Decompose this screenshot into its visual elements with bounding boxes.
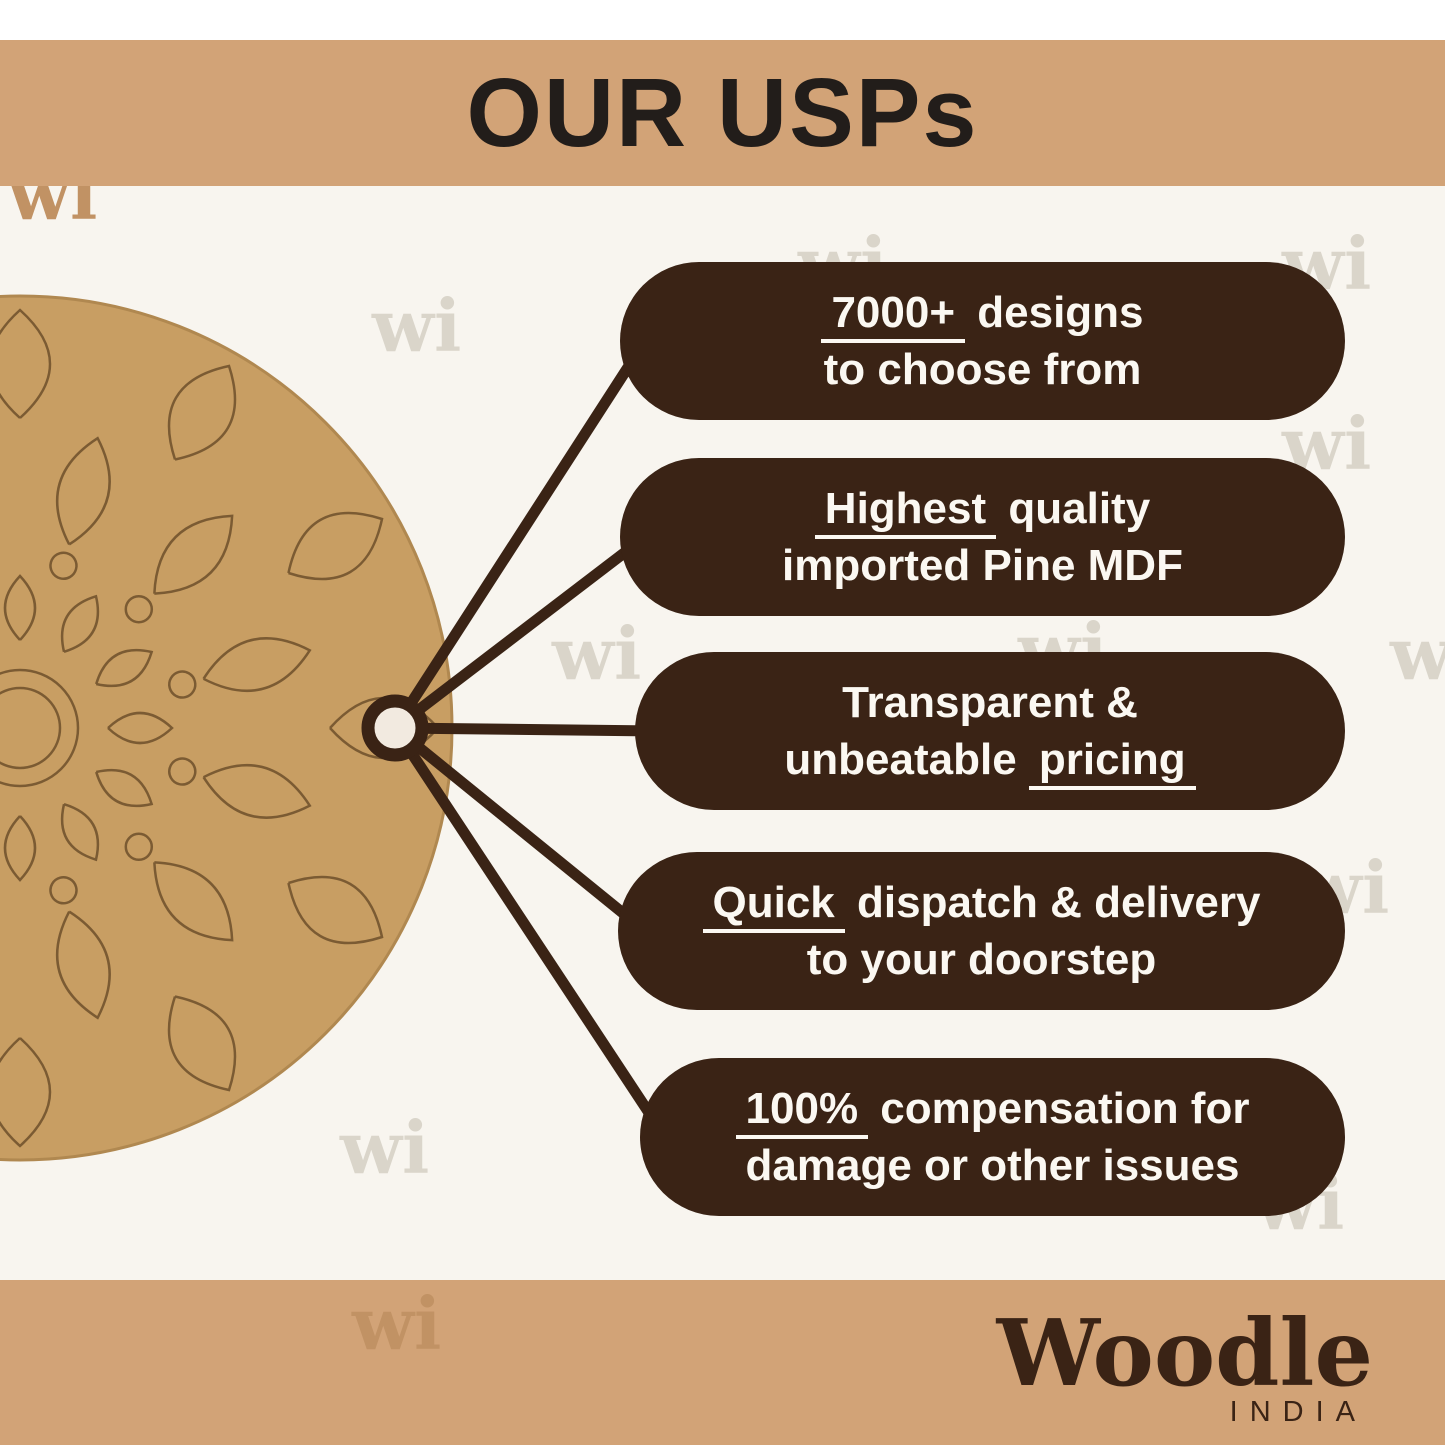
brand-logo: Woodle xyxy=(996,1299,1373,1408)
usp-line: to choose from xyxy=(823,345,1142,394)
footer-band: wi Woodle INDIA xyxy=(0,1280,1445,1445)
connector-line xyxy=(390,724,670,1141)
usp-line: Quick dispatch & delivery xyxy=(702,874,1260,933)
usp-pill: Transparent & unbeatable pricing xyxy=(635,652,1345,810)
usp-pill: 7000+ designs to choose from xyxy=(620,262,1345,420)
usp-line: damage or other issues xyxy=(745,1141,1240,1190)
usp-pill: Quick dispatch & delivery to your doorst… xyxy=(618,852,1345,1010)
usp-line: 7000+ designs xyxy=(821,284,1144,343)
connector-line xyxy=(394,722,661,737)
usp-line: unbeatable pricing xyxy=(784,731,1196,790)
connector-line xyxy=(391,532,649,733)
watermark-logo: wi xyxy=(340,1105,430,1190)
usp-line: imported Pine MDF xyxy=(782,541,1183,590)
connector-line xyxy=(390,338,650,731)
usp-line: to your doorstep xyxy=(806,935,1157,984)
usp-pill: Highest quality imported Pine MDF xyxy=(620,458,1345,616)
mandala-engraving xyxy=(0,310,438,1146)
watermark-logo: wi xyxy=(1390,611,1445,696)
watermark-logo: wi xyxy=(372,283,462,368)
watermark-logo: wi xyxy=(352,1281,442,1366)
hub-node xyxy=(361,694,429,762)
usp-pill: 100% compensation for damage or other is… xyxy=(640,1058,1345,1216)
header-band: OUR USPs xyxy=(0,40,1445,186)
brand-country: INDIA xyxy=(1229,1396,1367,1428)
connector-lines xyxy=(390,338,670,1141)
usp-line: Transparent & xyxy=(842,677,1138,727)
top-strip xyxy=(0,0,1445,40)
watermark-logo: wi xyxy=(552,611,642,696)
usp-line: 100% compensation for xyxy=(735,1080,1249,1139)
page-title: OUR USPs xyxy=(466,58,979,167)
connector-line xyxy=(391,723,649,936)
usp-line: Highest quality xyxy=(814,480,1150,539)
